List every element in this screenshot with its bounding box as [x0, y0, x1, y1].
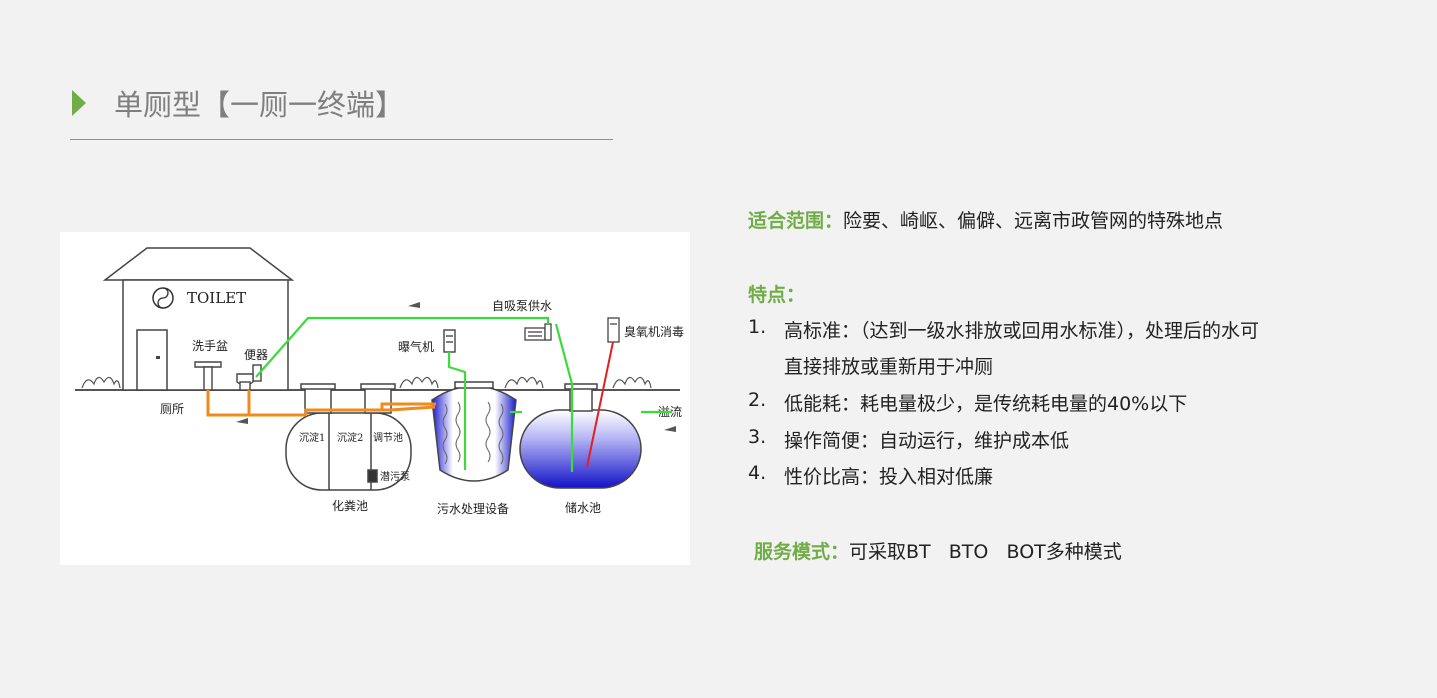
feature-text-2: 低能耗：耗电量极少，是传统耗电量的40%以下 [784, 393, 1188, 415]
aerator-label: 曝气机 [398, 339, 434, 354]
service-text: 可采取BT BTO BOT多种模式 [849, 541, 1122, 563]
sewage-equipment-label: 污水处理设备 [437, 502, 509, 516]
self-priming-pump-icon [524, 323, 552, 341]
septic-tank [285, 383, 412, 491]
septic-tank-label: 化粪池 [332, 499, 368, 513]
inlet-pipe [206, 390, 436, 417]
wash-basin-label: 洗手盆 [192, 339, 228, 353]
toilet-bowl-label: 便器 [244, 348, 268, 362]
toilet-bowl-icon [236, 364, 262, 391]
ozone-generator-icon [607, 317, 620, 343]
self-priming-pump-label: 自吸泵供水 [492, 299, 552, 313]
restroom-label: 厕所 [160, 402, 184, 416]
page-title: 单厕型【一厕一终端】 [114, 88, 405, 122]
toilet-sign: TOILET [187, 289, 246, 307]
sewage-equipment [431, 381, 517, 482]
ozone-pipe [586, 341, 614, 468]
feature-text-1: 高标准：（达到一级水排放或回用水标准），处理后的水可 [784, 320, 1260, 342]
storage-tank-label: 储水池 [565, 500, 601, 515]
settle2-label: 沉淀2 [337, 431, 363, 444]
scope-line: 适合范围：险要、崎岖、偏僻、远离市政管网的特殊地点 [748, 206, 1223, 233]
feature-num-2: 2. [748, 389, 767, 411]
service-label: 服务模式： [754, 541, 850, 563]
feature-num-3: 3. [748, 426, 767, 448]
ozone-label: 臭氧机消毒 [624, 324, 684, 339]
storage-tank [519, 383, 642, 489]
flow-arrow-icons [236, 302, 676, 432]
features-label: 特点： [748, 284, 806, 306]
feature-num-1: 1. [748, 316, 767, 338]
submersible-pump-label: 潜污泵 [380, 470, 410, 483]
aerator-icon [443, 329, 456, 353]
diagram-svg: TOILET 洗手盆 便器 厕所 [75, 247, 684, 516]
reclaimed-pipe [255, 316, 672, 472]
features-heading: 特点： [748, 280, 805, 307]
feature-text-3: 操作简便：自动运行，维护成本低 [784, 430, 1070, 452]
regulating-tank-label: 调节池 [373, 431, 403, 444]
title-underline [70, 139, 613, 140]
scope-text: 险要、崎岖、偏僻、远离市政管网的特殊地点 [843, 210, 1224, 232]
feature-text-4: 性价比高：投入相对低廉 [784, 466, 994, 488]
treatment-diagram: TOILET 洗手盆 便器 厕所 [60, 232, 690, 565]
scope-label: 适合范围： [748, 210, 844, 232]
feature-text-1b: 直接排放或重新用于冲厕 [784, 356, 994, 378]
title-bar: 单厕型【一厕一终端】 [70, 80, 615, 140]
settle1-label: 沉淀1 [299, 431, 325, 444]
title-arrow-icon [72, 90, 86, 116]
service-line: 服务模式：可采取BT BTO BOT多种模式 [754, 537, 1122, 564]
feature-num-4: 4. [748, 462, 767, 484]
shrub-icons [81, 376, 652, 389]
